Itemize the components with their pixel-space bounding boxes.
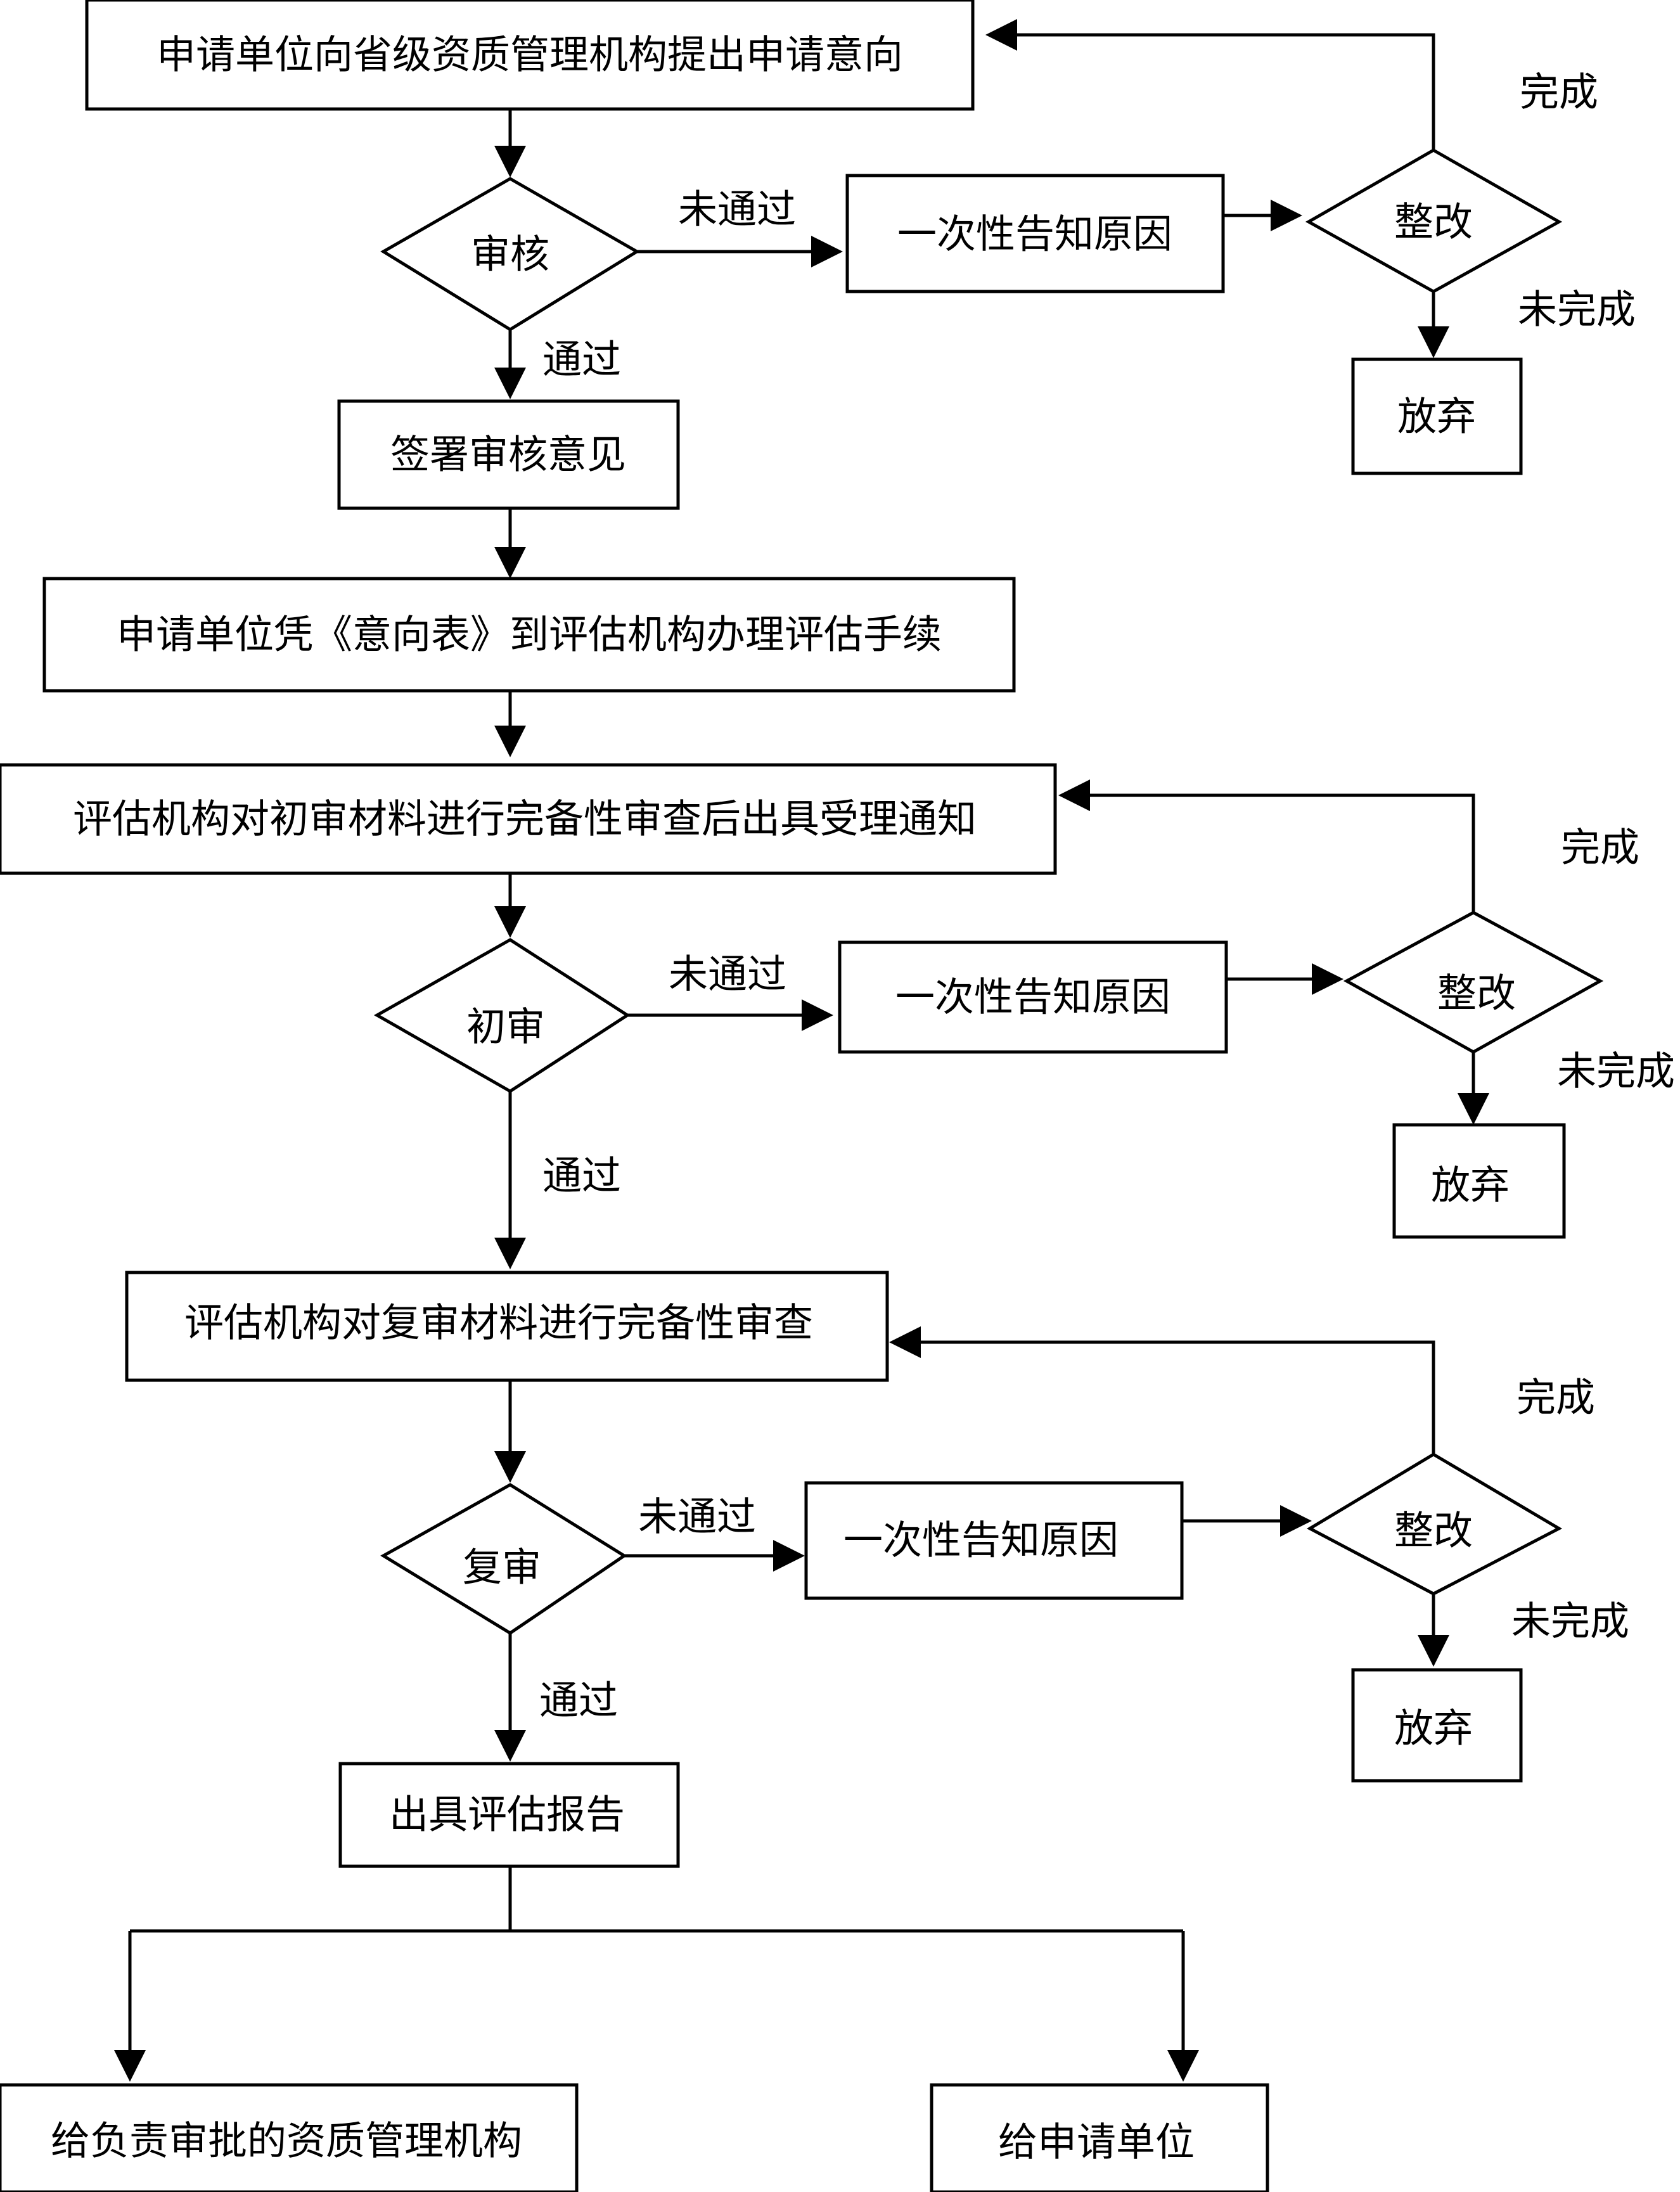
abandon-2: 放弃 bbox=[1392, 1123, 1566, 1239]
step-apply-intent: 申请单位向省级资质管理机构提出申请意向 bbox=[85, 0, 975, 111]
edge-label-undone-2: 未完成 bbox=[1557, 1048, 1675, 1094]
edge-label-done-3: 完成 bbox=[1516, 1375, 1595, 1421]
edge-label-fail-3: 未通过 bbox=[638, 1494, 756, 1540]
step-apply-intent-label: 申请单位向省级资质管理机构提出申请意向 bbox=[157, 32, 903, 78]
notify-reason-1: 一次性告知原因 bbox=[845, 174, 1225, 293]
rectify-1: 整改 bbox=[1305, 148, 1563, 293]
edge-labels: 未通过 通过 完成 未完成 未通过 通过 完成 未完成 未通过 通过 完成 未完… bbox=[539, 69, 1675, 1724]
abandon-2-label: 放弃 bbox=[1431, 1162, 1510, 1208]
rectify-3-label: 整改 bbox=[1394, 1508, 1473, 1554]
step-initial-check-label: 评估机构对初审材料进行完备性审查后出具受理通知 bbox=[73, 796, 977, 842]
output-applicant: 给申请单位 bbox=[930, 2083, 1269, 2192]
notify-reason-2: 一次性告知原因 bbox=[838, 940, 1228, 1054]
abandon-1: 放弃 bbox=[1351, 357, 1523, 475]
decision-second-review: 复审 bbox=[380, 1483, 627, 1635]
decision-initial-review: 初审 bbox=[373, 938, 631, 1093]
output-applicant-label: 给申请单位 bbox=[998, 2119, 1195, 2165]
abandon-3: 放弃 bbox=[1351, 1668, 1523, 1783]
notify-reason-3-label: 一次性告知原因 bbox=[843, 1517, 1119, 1563]
step-sign-opinion-label: 签署审核意见 bbox=[390, 432, 626, 478]
edge-label-pass-2: 通过 bbox=[542, 1153, 621, 1199]
step-register-assessment: 申请单位凭《意向表》到评估机构办理评估手续 bbox=[42, 577, 1016, 693]
notify-reason-2-label: 一次性告知原因 bbox=[895, 974, 1170, 1020]
connectors bbox=[114, 19, 1489, 2082]
output-qualification-authority-label: 给负责审批的资质管理机构 bbox=[51, 2118, 522, 2164]
edge-label-undone-3: 未完成 bbox=[1511, 1598, 1629, 1644]
step-issue-report-label: 出具评估报告 bbox=[389, 1791, 625, 1838]
rectify-2: 整改 bbox=[1343, 911, 1604, 1054]
rectify-2-label: 整改 bbox=[1437, 970, 1516, 1016]
step-recheck-label: 评估机构对复审材料进行完备性审查 bbox=[184, 1300, 813, 1346]
edge-label-pass-1: 通过 bbox=[542, 336, 621, 383]
step-sign-opinion: 签署审核意见 bbox=[337, 399, 680, 510]
edge-label-undone-1: 未完成 bbox=[1518, 286, 1636, 333]
rectify-3: 整改 bbox=[1306, 1452, 1563, 1596]
edge-label-done-1: 完成 bbox=[1520, 69, 1598, 115]
rectify-1-label: 整改 bbox=[1394, 199, 1473, 245]
notify-reason-1-label: 一次性告知原因 bbox=[897, 211, 1172, 257]
output-qualification-authority: 给负责审批的资质管理机构 bbox=[0, 2083, 579, 2192]
notify-reason-3: 一次性告知原因 bbox=[804, 1481, 1184, 1600]
edge-label-fail-1: 未通过 bbox=[678, 186, 796, 233]
abandon-1-label: 放弃 bbox=[1397, 394, 1476, 440]
decision-second-review-label: 复审 bbox=[463, 1544, 541, 1591]
step-issue-report: 出具评估报告 bbox=[338, 1762, 680, 1868]
step-register-assessment-label: 申请单位凭《意向表》到评估机构办理评估手续 bbox=[117, 612, 942, 658]
edge-label-fail-2: 未通过 bbox=[669, 951, 786, 997]
decision-review: 审核 bbox=[380, 177, 640, 331]
step-initial-check: 评估机构对初审材料进行完备性审查后出具受理通知 bbox=[0, 763, 1057, 875]
decision-review-label: 审核 bbox=[471, 231, 549, 278]
edge-label-pass-3: 通过 bbox=[539, 1677, 618, 1724]
decision-initial-review-label: 初审 bbox=[466, 1004, 545, 1050]
abandon-3-label: 放弃 bbox=[1394, 1705, 1473, 1752]
step-recheck: 评估机构对复审材料进行完备性审查 bbox=[125, 1271, 889, 1382]
edge-label-done-2: 完成 bbox=[1561, 824, 1639, 871]
